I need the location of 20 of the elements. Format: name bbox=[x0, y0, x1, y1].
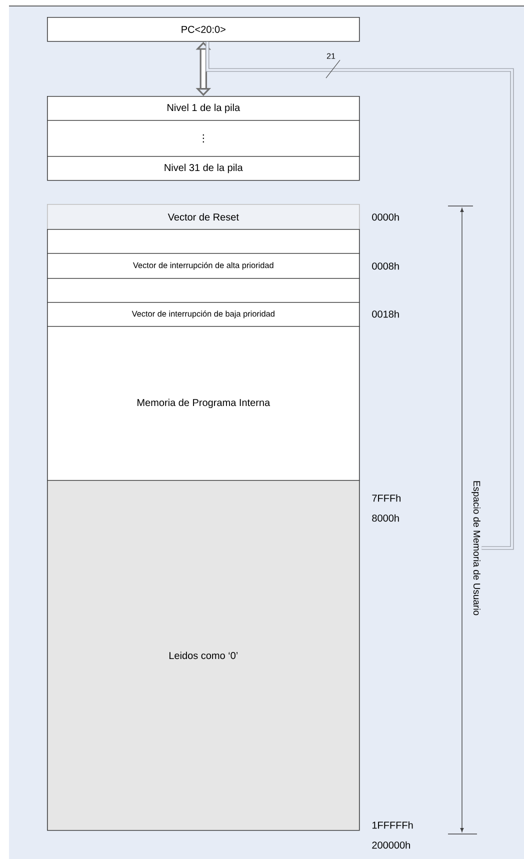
address-label: 1FFFFFh bbox=[372, 821, 413, 829]
memory-cell: Nivel 31 de la pila bbox=[47, 156, 360, 181]
address-label: 7FFFh bbox=[372, 494, 400, 502]
address-label: 0008h bbox=[372, 262, 399, 270]
bus-line bbox=[206, 42, 514, 550]
address-label: 0000h bbox=[372, 213, 399, 221]
address-label: 0018h bbox=[372, 310, 399, 318]
edge-label: 21 bbox=[326, 53, 336, 59]
memory-cell: Vector de interrupción de alta prioridad bbox=[47, 253, 360, 279]
memory-cell: PC<20:0> bbox=[47, 17, 360, 42]
memory-cell: Vector de interrupción de baja prioridad bbox=[47, 302, 360, 327]
address-label: 8000h bbox=[372, 514, 399, 522]
address-label: 200000h bbox=[372, 841, 410, 849]
memory-cell bbox=[47, 229, 360, 254]
dimension-label: Espacio de Memoria de Usuario bbox=[472, 481, 480, 616]
memory-cell: Vector de Reset bbox=[47, 204, 360, 230]
memory-cell: Nivel 1 de la pila bbox=[47, 96, 360, 121]
memory-cell: ⋮ bbox=[47, 120, 360, 157]
memory-cell: Leidos como ‘0’ bbox=[47, 480, 360, 831]
memory-cell bbox=[47, 278, 360, 303]
